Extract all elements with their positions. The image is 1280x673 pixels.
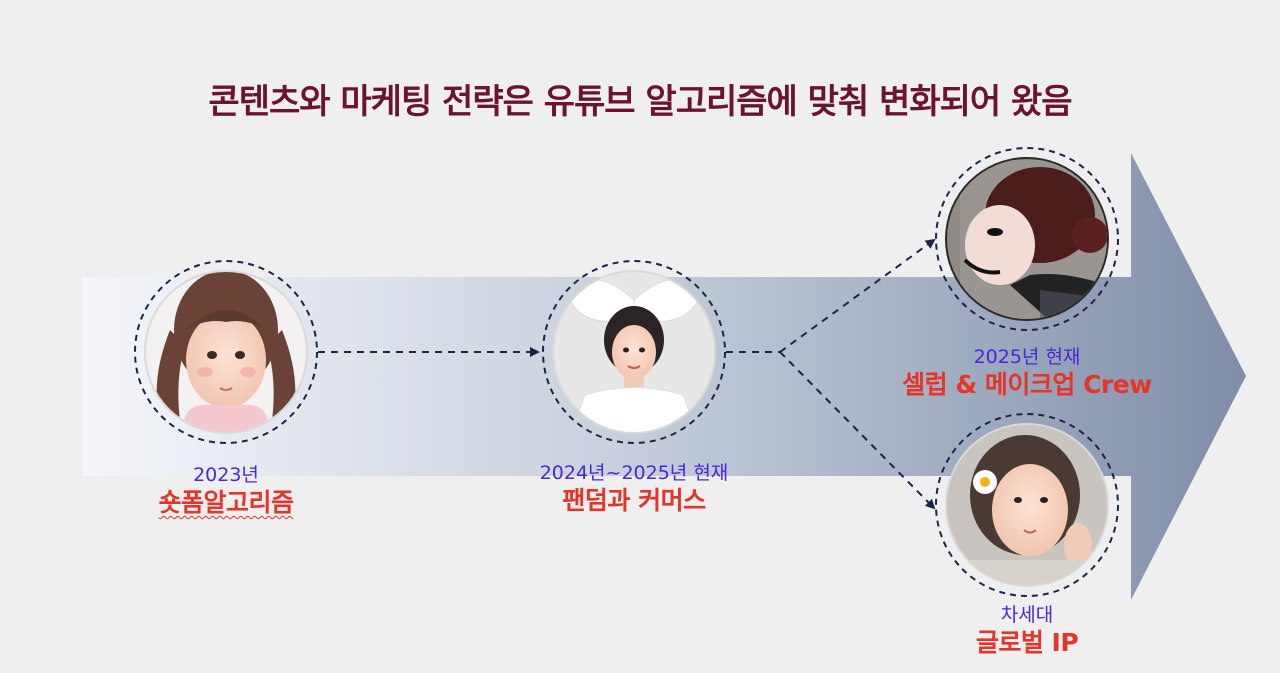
portrait-girl-flower-hairpin xyxy=(935,413,1119,597)
stage-2024-2025: 2024년~2025년 현재 팬덤과 커머스 xyxy=(494,461,774,517)
stage-label: 셀럽 & 메이크업 Crew xyxy=(902,370,1152,399)
portrait-girl-dark-makeup xyxy=(935,147,1119,331)
portrait-girl-white-bow xyxy=(542,260,726,444)
stage-label: 글로벌 IP xyxy=(975,628,1079,657)
stage-next-gen: 차세대 글로벌 IP xyxy=(897,603,1157,659)
stage-year: 2025년 현재 xyxy=(973,346,1081,368)
connectors xyxy=(318,238,936,510)
stage-label: 숏폼알고리즘 xyxy=(158,488,294,517)
portrait-girl-pigtails xyxy=(134,260,318,444)
stage-year: 2023년 xyxy=(193,464,259,486)
page-title: 콘텐츠와 마케팅 전략은 유튜브 알고리즘에 맞춰 변화되어 왔음 xyxy=(208,82,1072,122)
stage-2023: 2023년 숏폼알고리즘 xyxy=(96,463,356,519)
connector-split-4 xyxy=(779,351,936,510)
connector-split-3 xyxy=(779,238,936,353)
stage-year: 차세대 xyxy=(1000,604,1054,626)
stage-2025-current: 2025년 현재 셀럽 & 메이크업 Crew xyxy=(877,345,1177,401)
stage-year: 2024년~2025년 현재 xyxy=(539,462,729,484)
stage-label: 팬덤과 커머스 xyxy=(562,486,706,515)
